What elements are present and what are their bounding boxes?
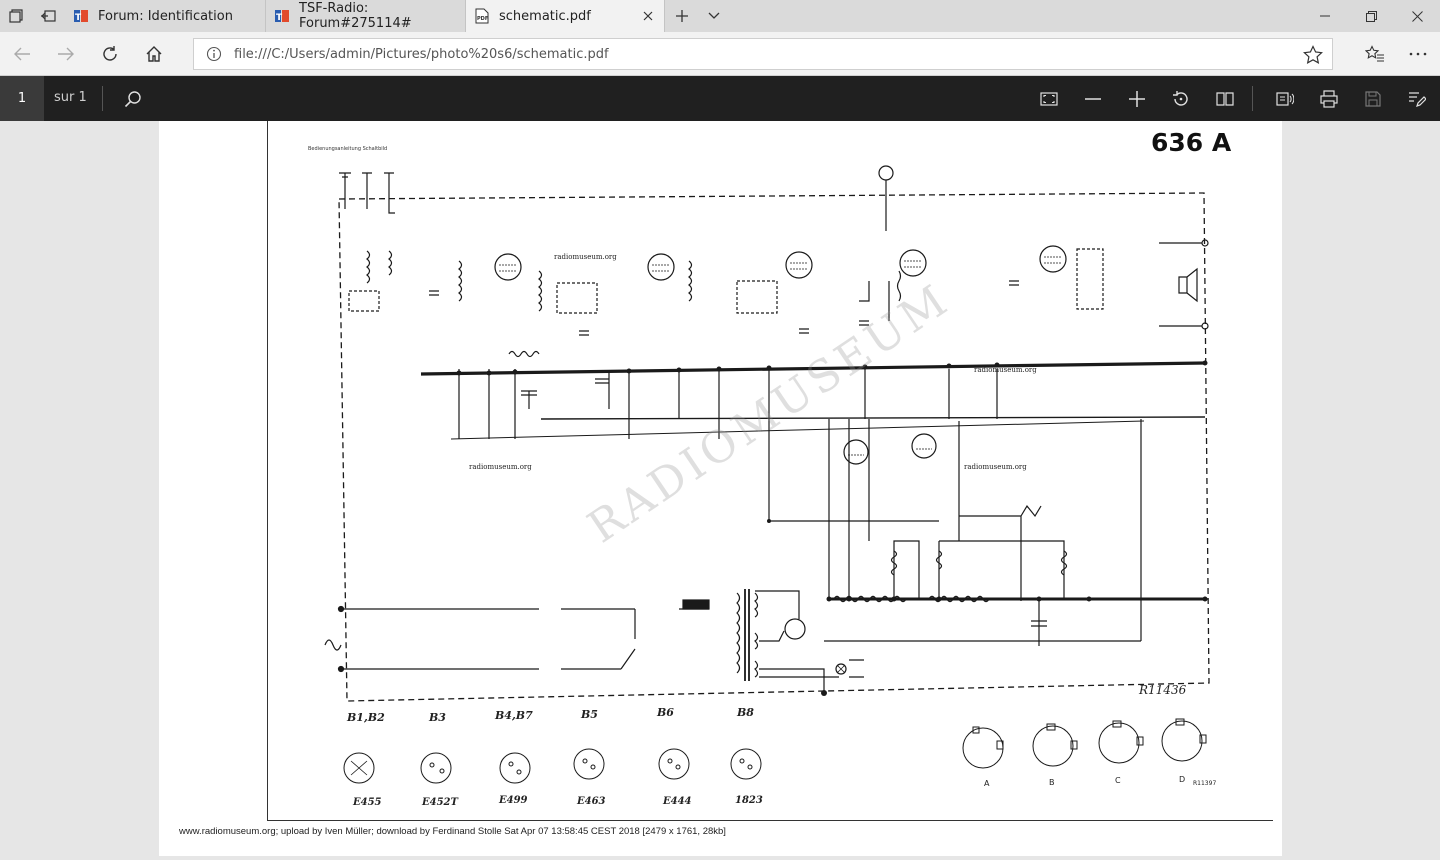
model-number: 636 A: [1151, 128, 1232, 157]
favorite-star-icon[interactable]: [1302, 44, 1324, 66]
tube-type-label: E444: [663, 796, 692, 807]
favorites-hub-icon[interactable]: [1357, 36, 1393, 72]
new-tab-icon[interactable]: [666, 0, 698, 32]
tab-label: TSF-Radio: Forum#275114#: [299, 1, 412, 31]
connector-reference: R11397: [1193, 780, 1217, 787]
svg-text:PDF: PDF: [477, 16, 488, 22]
tube-group-label: B1,B2: [347, 711, 385, 724]
tube-type-label: 1823: [735, 795, 763, 806]
radiomuseum-mark: radiomuseum.org: [964, 463, 1027, 471]
set-tabs-aside-icon[interactable]: [32, 0, 64, 32]
refresh-icon[interactable]: [92, 36, 128, 72]
pdf-favicon-icon: PDF: [474, 8, 490, 24]
tube-type-label: E455: [353, 797, 382, 808]
document-footer: www.radiomuseum.org; upload by Iven Müll…: [179, 826, 726, 837]
back-icon[interactable]: [4, 36, 40, 72]
fit-to-page-icon[interactable]: [1031, 81, 1067, 117]
document-frame: [267, 121, 1273, 821]
navigation-bar: file:///C:/Users/admin/Pictures/photo%20…: [0, 32, 1440, 76]
tube-group-label: B5: [581, 708, 598, 721]
annotate-icon[interactable]: [1399, 81, 1435, 117]
tab-actions-icon[interactable]: [0, 0, 32, 32]
forward-icon[interactable]: [48, 36, 84, 72]
document-small-header: Bedienungsanleitung Schaltbild: [308, 146, 388, 152]
drawing-number: R11436: [1139, 683, 1187, 697]
read-aloud-icon[interactable]: [1267, 81, 1303, 117]
tab-schematic-pdf[interactable]: PDF schematic.pdf: [466, 0, 665, 32]
radiomuseum-mark: radiomuseum.org: [974, 366, 1037, 374]
more-options-icon[interactable]: [1400, 36, 1436, 72]
toolbar-divider: [102, 86, 103, 111]
save-icon[interactable]: [1355, 81, 1391, 117]
print-icon[interactable]: [1311, 81, 1347, 117]
svg-text:T: T: [75, 13, 82, 23]
tab-label: schematic.pdf: [499, 8, 591, 24]
search-icon[interactable]: [115, 81, 151, 117]
rotate-icon[interactable]: [1163, 81, 1199, 117]
page-total: sur 1: [54, 90, 87, 105]
tube-group-label: B8: [737, 706, 754, 719]
info-icon[interactable]: [206, 46, 222, 62]
connector-label: B: [1049, 778, 1055, 787]
tab-preview-chevron-down-icon[interactable]: [698, 0, 730, 32]
tube-group-label: B4,B7: [495, 709, 533, 722]
tab-strip: T Forum: Identification T TSF-Radio: For…: [0, 0, 1440, 32]
tsf-favicon-icon: T: [274, 8, 290, 24]
toolbar-divider: [1252, 86, 1253, 111]
connector-label: C: [1115, 776, 1121, 785]
tab-label: Forum: Identification: [98, 8, 233, 24]
tube-type-label: E499: [499, 795, 528, 806]
address-bar[interactable]: file:///C:/Users/admin/Pictures/photo%20…: [193, 38, 1333, 70]
close-tab-icon[interactable]: [640, 8, 656, 24]
pdf-page: Bedienungsanleitung Schaltbild 636 A: [159, 121, 1282, 856]
tab-tsf-radio-forum[interactable]: T TSF-Radio: Forum#275114#: [266, 0, 466, 32]
zoom-out-icon[interactable]: [1075, 81, 1111, 117]
svg-text:T: T: [276, 13, 283, 23]
minimize-window-icon[interactable]: [1302, 0, 1348, 32]
radiomuseum-mark: radiomuseum.org: [469, 463, 532, 471]
tab-forum-identification[interactable]: T Forum: Identification: [65, 0, 266, 32]
zoom-in-icon[interactable]: [1119, 81, 1155, 117]
radiomuseum-mark: radiomuseum.org: [554, 253, 617, 261]
tube-group-label: B6: [657, 706, 674, 719]
tube-type-label: E452T: [422, 797, 458, 808]
pdf-viewer[interactable]: Bedienungsanleitung Schaltbild 636 A: [0, 121, 1440, 860]
page-number-input[interactable]: 1: [0, 76, 44, 121]
tube-type-label: E463: [577, 796, 606, 807]
close-window-icon[interactable]: [1394, 0, 1440, 32]
tsf-favicon-icon: T: [73, 8, 89, 24]
schematic-drawing: [324, 165, 1210, 784]
page-layout-icon[interactable]: [1207, 81, 1243, 117]
pdf-toolbar: 1 sur 1: [0, 76, 1440, 121]
restore-window-icon[interactable]: [1348, 0, 1394, 32]
home-icon[interactable]: [136, 36, 172, 72]
tube-group-label: B3: [429, 711, 446, 724]
url-text[interactable]: file:///C:/Users/admin/Pictures/photo%20…: [234, 47, 609, 62]
connector-label: D: [1179, 775, 1186, 784]
connector-label: A: [984, 779, 990, 788]
